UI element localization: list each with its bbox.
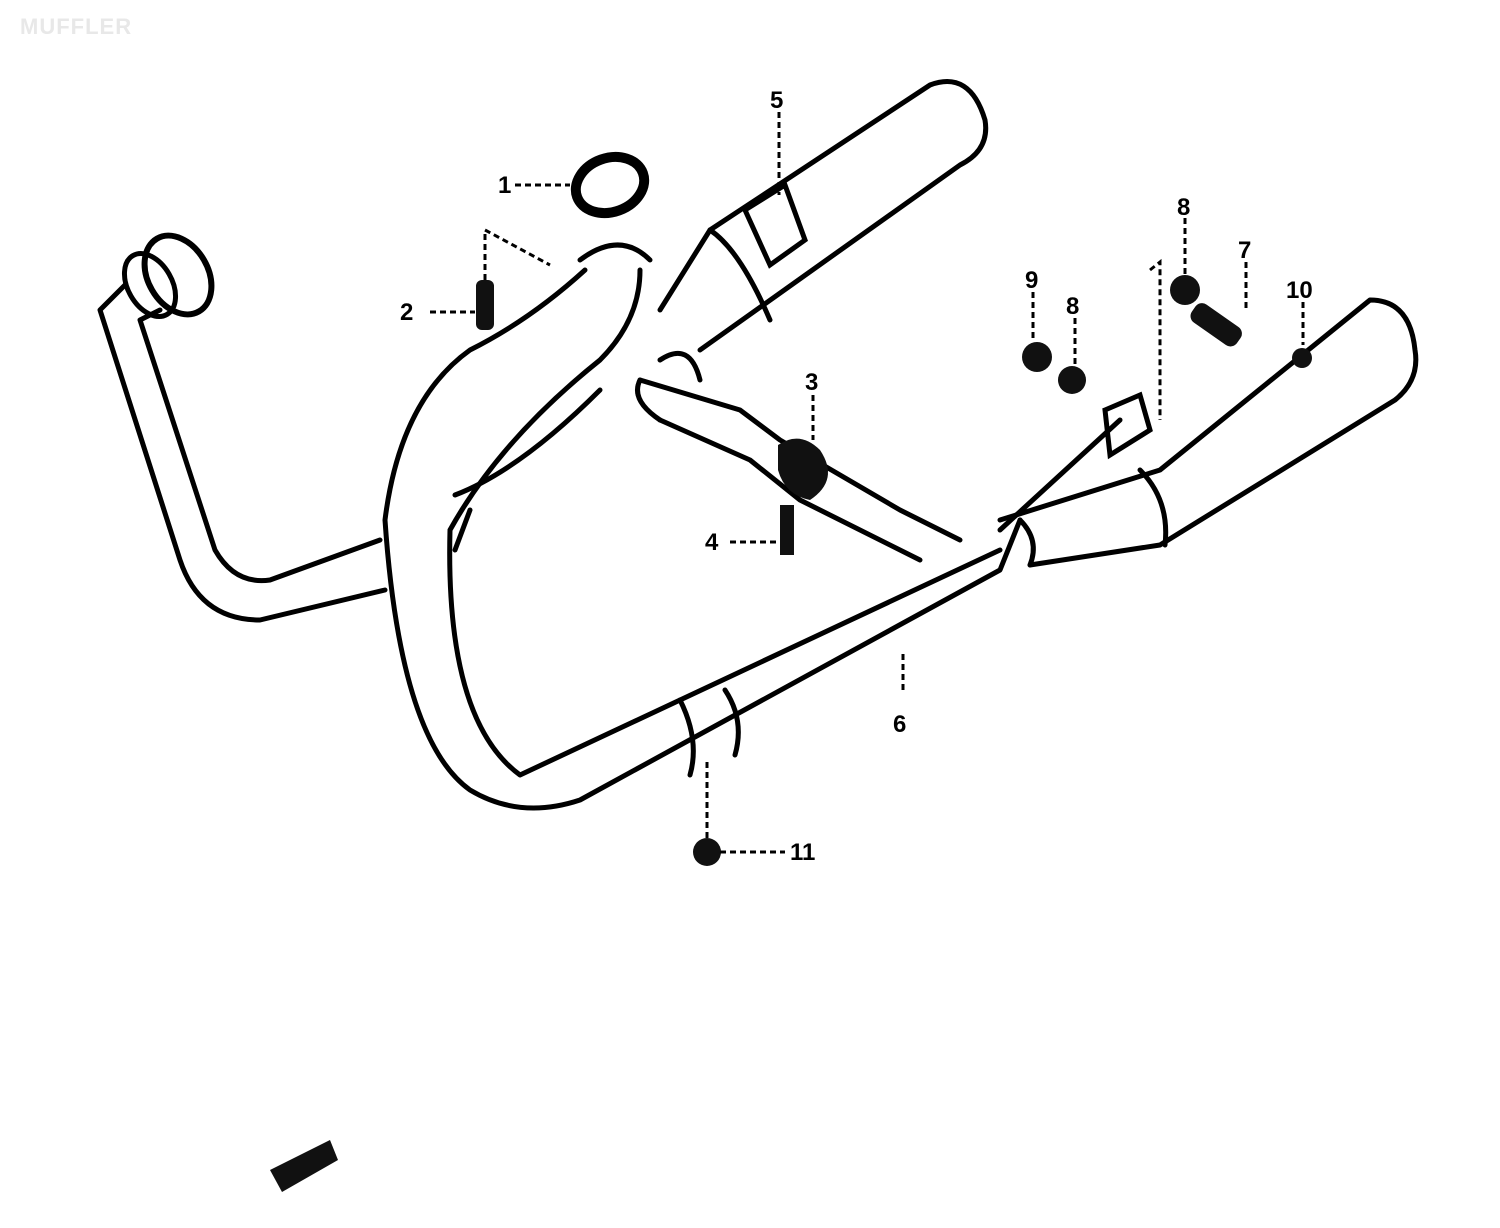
callout-11: 11 (790, 839, 815, 866)
callout-6: 6 (893, 711, 906, 738)
gasket-part (570, 151, 650, 219)
callout-3: 3 (805, 369, 818, 396)
left-header-pipe (97, 232, 388, 623)
callout-10: 10 (1286, 277, 1313, 304)
bolt-part (1190, 303, 1242, 347)
callout-8a: 8 (1177, 194, 1190, 221)
upper-muffler (657, 79, 989, 353)
washer-part (1058, 366, 1086, 394)
lower-muffler (997, 297, 1419, 568)
callout-7: 7 (1238, 237, 1251, 264)
callout-2: 2 (400, 299, 413, 326)
callout-8b: 8 (1066, 293, 1079, 320)
callout-9: 9 (1025, 267, 1038, 294)
clamp-part (778, 438, 828, 500)
right-header-pipe (382, 242, 1023, 811)
callout-5: 5 (770, 87, 783, 114)
leader-lines (430, 112, 1305, 854)
clamp-bolt-part (780, 505, 794, 555)
callout-4: 4 (705, 529, 719, 556)
nut-part (1022, 342, 1052, 372)
front-arrow-mark (270, 1140, 338, 1192)
stud-bolt-part (476, 280, 494, 330)
diagram-title: MUFFLER (20, 14, 133, 39)
nut-part (1292, 348, 1312, 368)
pipe-joint (677, 687, 741, 778)
crossover-pipe (635, 350, 963, 563)
callout-1: 1 (498, 172, 511, 199)
bolt-part (693, 838, 721, 866)
washer-part (1170, 275, 1200, 305)
